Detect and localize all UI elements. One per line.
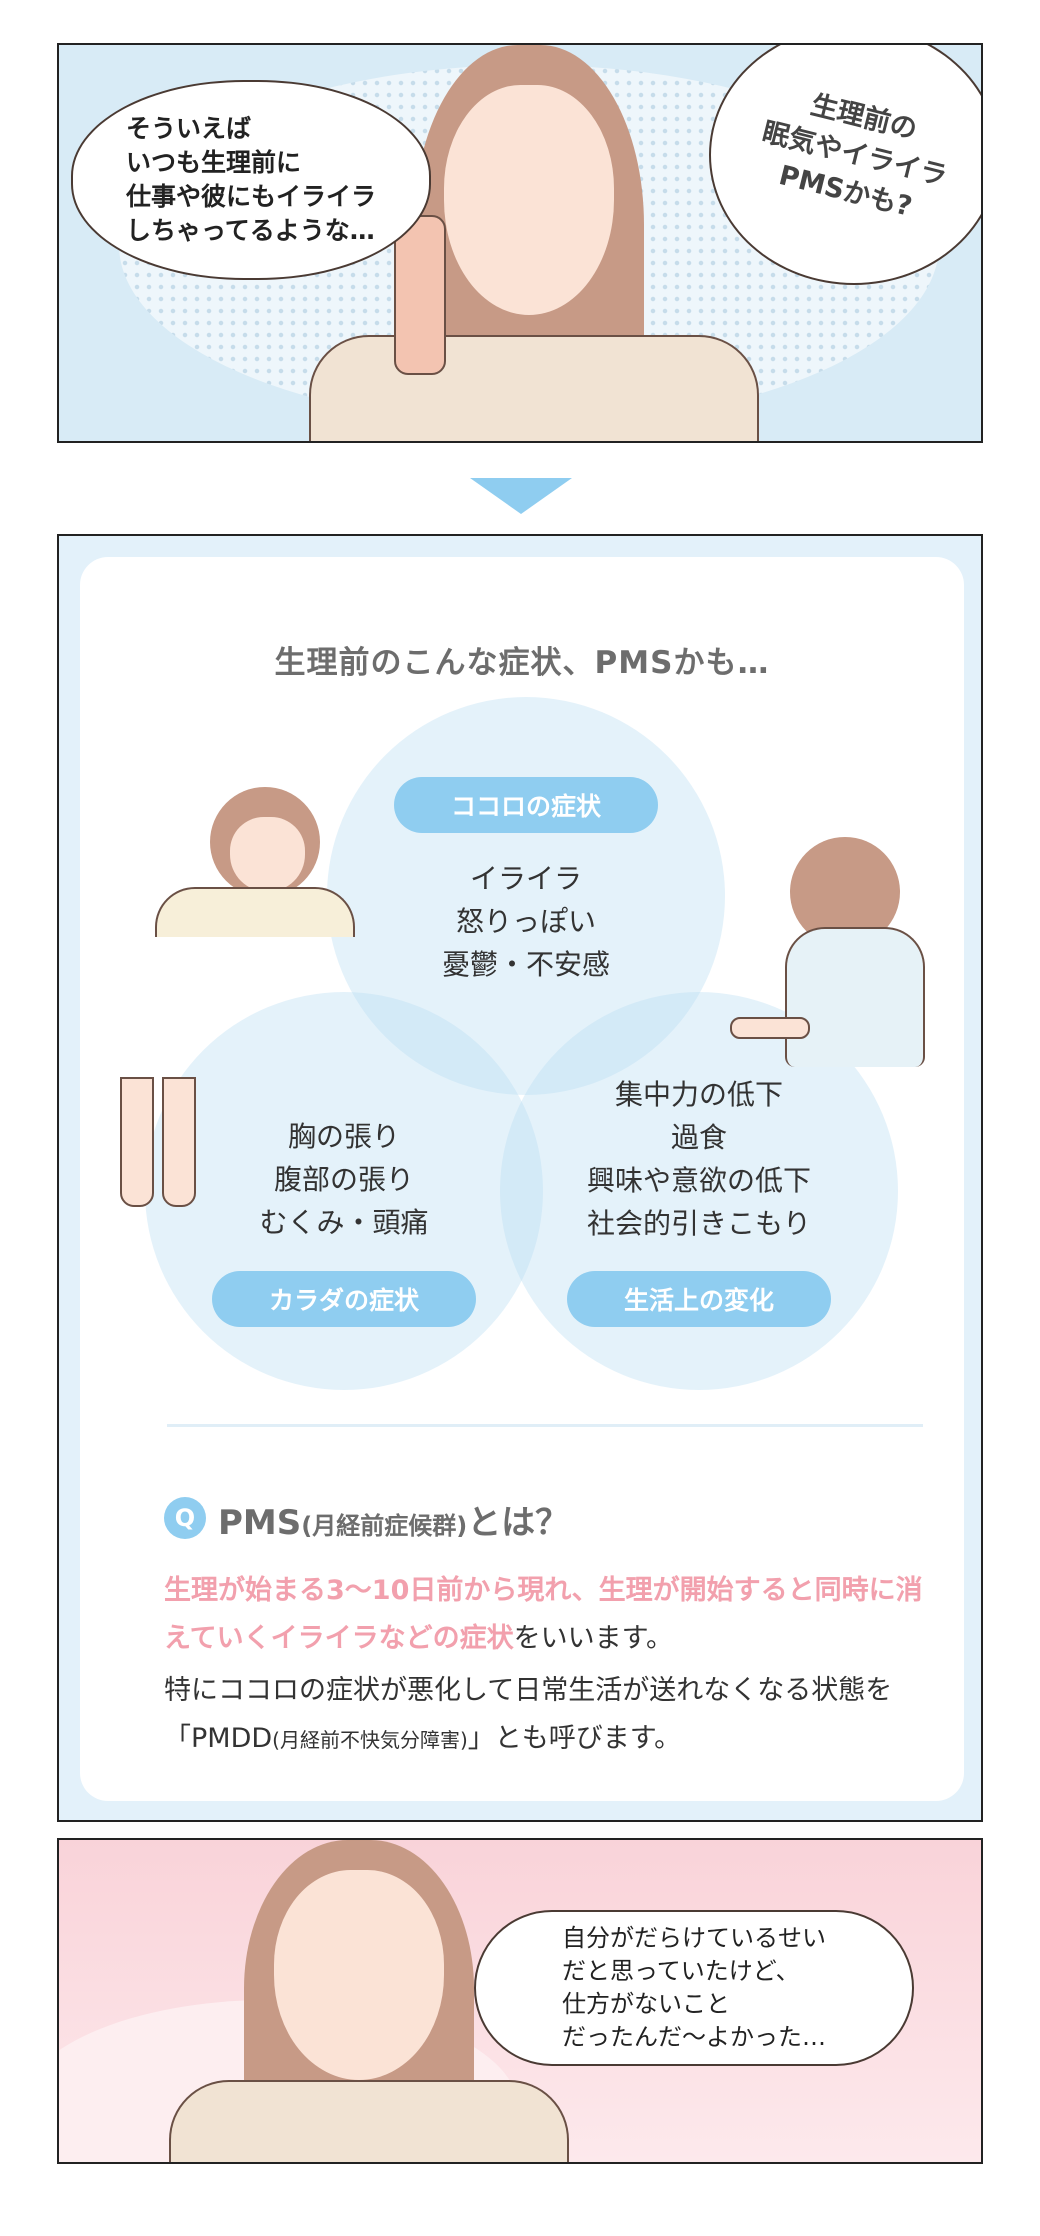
swollen-legs-illustration (80, 1077, 200, 1217)
manga-panel-relieved: 自分がだらけているせい だと思っていたけど、 仕方がないこと だったんだ〜よかっ… (57, 1838, 983, 2164)
answer-rest: をいいます。 (513, 1623, 673, 1654)
manga-panel-worried: そういえば いつも生理前に 仕事や彼にもイライラ しちゃってるような… 生理前の… (57, 43, 983, 443)
pms-info-panel: 生理前のこんな症状、PMSかも… ココロの症状 イライラ 怒りっぽい 憂鬱・不安… (57, 534, 983, 1822)
q-title-suffix: とは？ (467, 1503, 570, 1543)
down-arrow-icon (470, 478, 572, 514)
speech-bubble: 自分がだらけているせい だと思っていたけど、 仕方がないこと だったんだ〜よかっ… (474, 1910, 914, 2066)
girl-illustration-jacket (309, 335, 759, 441)
q-icon: Q (164, 1497, 206, 1539)
label-seikatsu: 生活上の変化 (567, 1271, 831, 1327)
q-title: PMS (218, 1503, 302, 1543)
label-kokoro: ココロの症状 (394, 777, 658, 833)
symptoms-karada: 胸の張り 腹部の張り むくみ・頭痛 (259, 1120, 429, 1239)
answer-highlight: 生理が始まる3〜10日前から現れ、生理が開始すると同時に消えていくイライラなどの… (164, 1575, 923, 1654)
venn-circle-kokoro (327, 697, 725, 1095)
girl-illustration-jacket (169, 2080, 569, 2162)
q-title-paren: (月経前症候群) (301, 1512, 468, 1540)
thought-bubble: そういえば いつも生理前に 仕事や彼にもイライラ しちゃってるような… (71, 80, 431, 280)
divider (167, 1424, 923, 1427)
answer-paragraph-2: 特にココロの症状が悪化して日常生活が送れなくなる状態を「PMDD(月経前不快気分… (164, 1667, 944, 1764)
answer2-text: 特にココロの症状が悪化して日常生活が送れなくなる状態を「PMDD (164, 1675, 893, 1754)
speech-bubble-text: 自分がだらけているせい だと思っていたけど、 仕方がないこと だったんだ〜よかっ… (562, 1924, 826, 2051)
girl-illustration-face (444, 85, 614, 315)
label-karada: カラダの症状 (212, 1271, 476, 1327)
sitting-girl-illustration (730, 827, 930, 1067)
speech-bubble-text: 生理前の 眠気やイライラ PMSかも? (758, 89, 950, 223)
answer2-end: 」とも呼びます。 (467, 1723, 682, 1754)
q-heading: PMS(月経前症候群)とは？ (218, 1495, 569, 1544)
answer-paragraph-1: 生理が始まる3〜10日前から現れ、生理が開始すると同時に消えていくイライラなどの… (164, 1567, 924, 1663)
speech-bubble: 生理前の 眠気やイライラ PMSかも? (709, 45, 981, 285)
info-card: 生理前のこんな症状、PMSかも… ココロの症状 イライラ 怒りっぽい 憂鬱・不安… (80, 557, 964, 1801)
answer2-paren: (月経前不快気分障害) (272, 1728, 468, 1752)
headache-girl-illustration (155, 787, 355, 937)
smartphone-illustration (394, 215, 446, 375)
symptoms-seikatsu: 集中力の低下 過食 興味や意欲の低下 社会的引きこもり (586, 1078, 811, 1240)
info-title: 生理前のこんな症状、PMSかも… (274, 645, 770, 681)
thought-bubble-text: そういえば いつも生理前に 仕事や彼にもイライラ しちゃってるような… (125, 114, 376, 245)
symptoms-kokoro: イライラ 怒りっぽい 憂鬱・不安感 (441, 862, 610, 981)
girl-illustration-face (274, 1870, 444, 2080)
